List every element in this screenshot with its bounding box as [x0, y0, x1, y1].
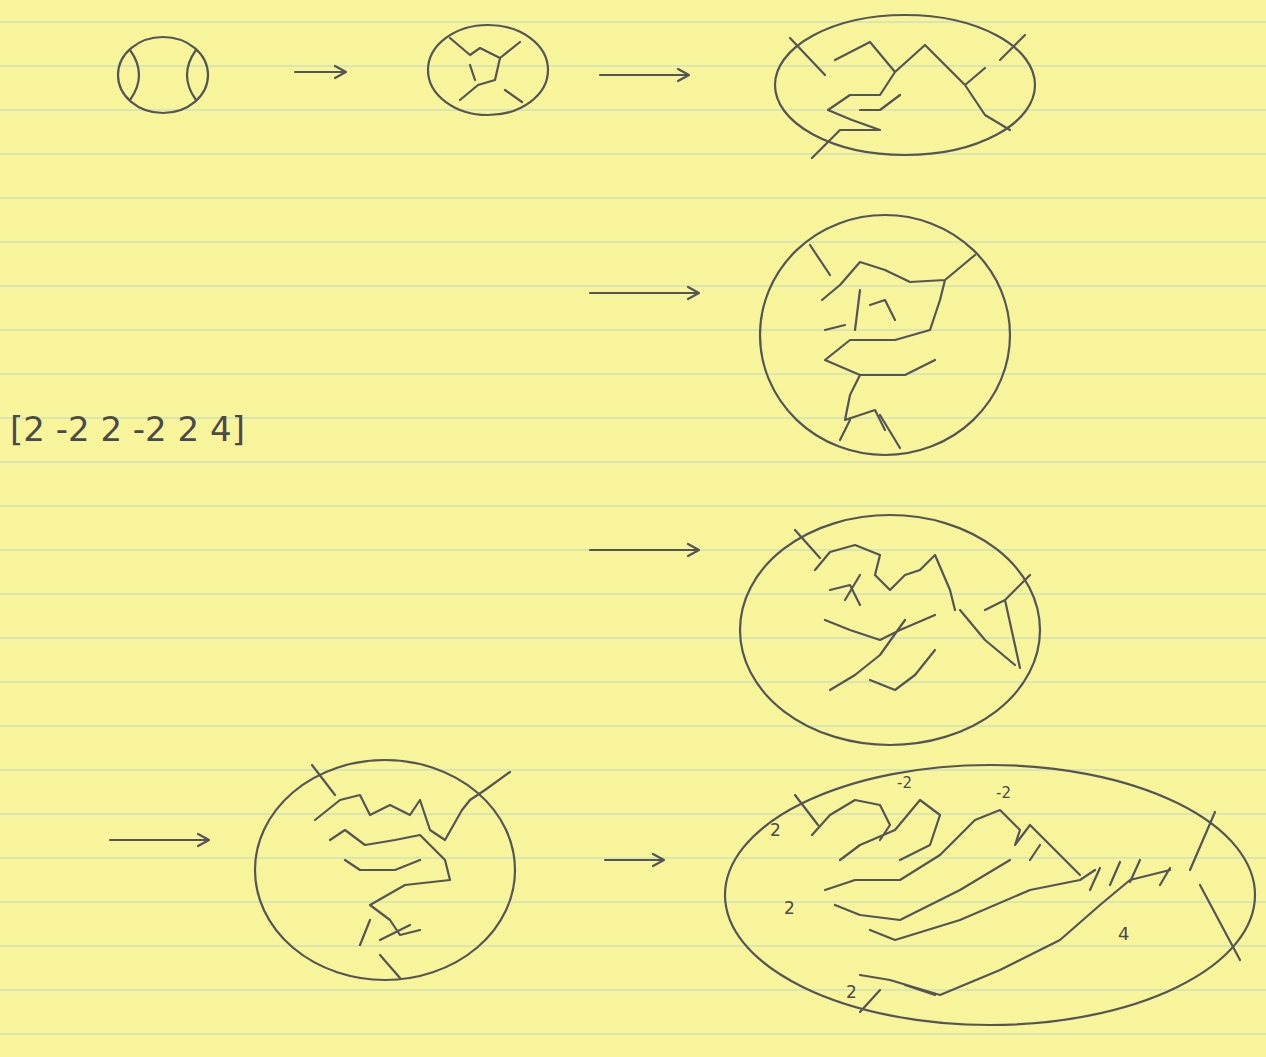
twist-number: 4: [1118, 925, 1129, 943]
twist-number: 2: [846, 984, 857, 1001]
paper-rules: [0, 22, 1266, 1034]
twist-number: 2: [784, 900, 795, 917]
tangle: [790, 35, 1025, 158]
strands: [130, 50, 196, 100]
circle: [428, 25, 548, 115]
arrow: [590, 287, 699, 299]
twist-number: 2: [770, 822, 781, 839]
circle: [725, 765, 1255, 1025]
tangle: [312, 765, 510, 978]
tangle: [795, 795, 1240, 1012]
circle: [255, 760, 515, 980]
twist-number: -2: [897, 776, 912, 791]
twist-number: -2: [996, 786, 1011, 801]
sequence-label: [2 -2 2 -2 2 4]: [10, 412, 245, 446]
tangle: [450, 38, 522, 102]
tangle: [810, 245, 975, 448]
arrow: [605, 854, 664, 866]
arrow: [110, 834, 209, 846]
circle: [775, 15, 1035, 155]
arrow: [600, 69, 689, 81]
circle: [760, 215, 1010, 455]
arrow: [295, 66, 346, 78]
tangle: [795, 530, 1030, 690]
circle: [118, 37, 208, 113]
arrow: [590, 544, 699, 556]
circle: [740, 515, 1040, 745]
